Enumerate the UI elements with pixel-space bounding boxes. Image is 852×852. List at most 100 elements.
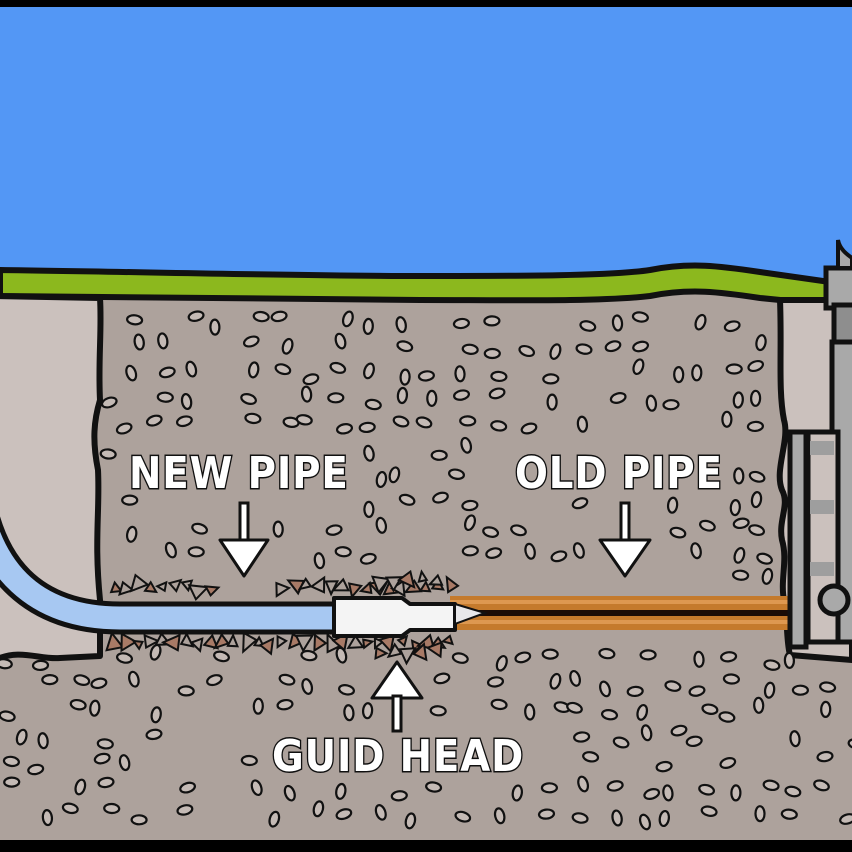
pebble	[576, 415, 589, 433]
debris-fragment	[109, 580, 124, 594]
pebble	[27, 763, 45, 776]
pebble	[3, 776, 21, 788]
pebble	[118, 754, 131, 772]
pebble	[511, 784, 523, 802]
debris-fragment	[384, 576, 404, 593]
pebble	[276, 698, 294, 711]
pebble	[732, 569, 750, 581]
pebble	[732, 391, 744, 409]
pebble	[609, 392, 627, 404]
pebble	[698, 783, 716, 796]
pebble	[116, 652, 133, 664]
pebble	[688, 685, 706, 697]
pebble	[664, 680, 682, 692]
pebble	[126, 314, 144, 326]
pebble	[733, 467, 745, 485]
debris-fragment	[189, 637, 204, 653]
debris-fragment	[131, 639, 145, 651]
pebble	[763, 659, 781, 671]
pebble	[404, 812, 417, 830]
pebble	[626, 685, 644, 698]
pebble	[577, 775, 590, 793]
pebble	[718, 711, 736, 723]
pebble	[638, 813, 652, 831]
pebble	[300, 649, 318, 662]
pebble	[15, 728, 28, 746]
pebble	[283, 784, 296, 802]
pebble	[691, 364, 703, 382]
pebble	[819, 681, 837, 693]
pebble	[335, 808, 353, 821]
pebble	[327, 392, 345, 404]
debris-fragment	[370, 575, 391, 595]
pebble	[121, 494, 139, 506]
pebble	[425, 781, 443, 793]
debris-fragment	[129, 573, 150, 593]
pebble	[722, 673, 740, 685]
pebble	[175, 415, 193, 428]
pebble	[392, 415, 410, 428]
debris-fragment	[418, 579, 432, 593]
debris-fragment	[226, 632, 240, 648]
debris-fragment	[118, 580, 135, 597]
debris-fragment	[294, 634, 315, 653]
pebble	[115, 422, 133, 435]
debris-fragment	[275, 581, 292, 598]
pebble	[179, 781, 196, 794]
pebble	[524, 703, 536, 721]
pebble	[763, 681, 776, 699]
pebble	[606, 780, 624, 792]
pebble	[96, 738, 114, 750]
pebble	[550, 550, 568, 563]
arrow-down-icon	[218, 501, 270, 578]
pebble	[37, 732, 49, 750]
pebble	[191, 522, 208, 535]
pebble	[426, 389, 438, 407]
pebble	[99, 448, 117, 460]
pebble	[486, 676, 505, 688]
pebble	[693, 650, 705, 668]
pebble	[430, 449, 448, 461]
pebble	[488, 387, 506, 400]
pebble	[690, 542, 702, 560]
debris-fragment	[242, 631, 259, 654]
guide-head-tip	[454, 602, 489, 626]
pebble	[240, 393, 257, 405]
old-pipe-label: OLD PIPE	[514, 448, 724, 499]
sky	[0, 7, 852, 297]
pebble	[69, 698, 87, 711]
pebble	[631, 311, 649, 323]
pebble	[313, 552, 326, 570]
pebble	[666, 496, 679, 514]
pebble	[454, 810, 472, 823]
pebble	[338, 684, 355, 696]
debris-fragment	[202, 633, 220, 650]
pebble	[90, 677, 108, 690]
pebble	[669, 526, 687, 539]
pebble	[518, 344, 536, 358]
pebble	[363, 362, 375, 380]
pebble	[571, 497, 589, 510]
pebble	[599, 680, 611, 698]
pebble	[569, 669, 581, 687]
pebble	[645, 394, 658, 412]
arrow-down-icon	[598, 501, 652, 578]
pebble	[611, 809, 623, 827]
pebble	[816, 750, 834, 763]
pebble	[573, 731, 591, 743]
pebble	[335, 782, 347, 800]
pebble	[753, 696, 765, 714]
pebble	[325, 524, 343, 536]
pebble	[125, 364, 138, 382]
pebble	[252, 697, 264, 715]
pebble	[41, 809, 54, 827]
pebble	[791, 684, 809, 696]
pebble	[461, 499, 479, 512]
pebble	[459, 415, 477, 427]
pebble	[579, 320, 597, 332]
pebble	[100, 396, 118, 409]
pebble	[206, 674, 223, 687]
pebble	[274, 363, 292, 376]
debris-fragment	[373, 636, 385, 650]
pebble	[756, 552, 773, 565]
